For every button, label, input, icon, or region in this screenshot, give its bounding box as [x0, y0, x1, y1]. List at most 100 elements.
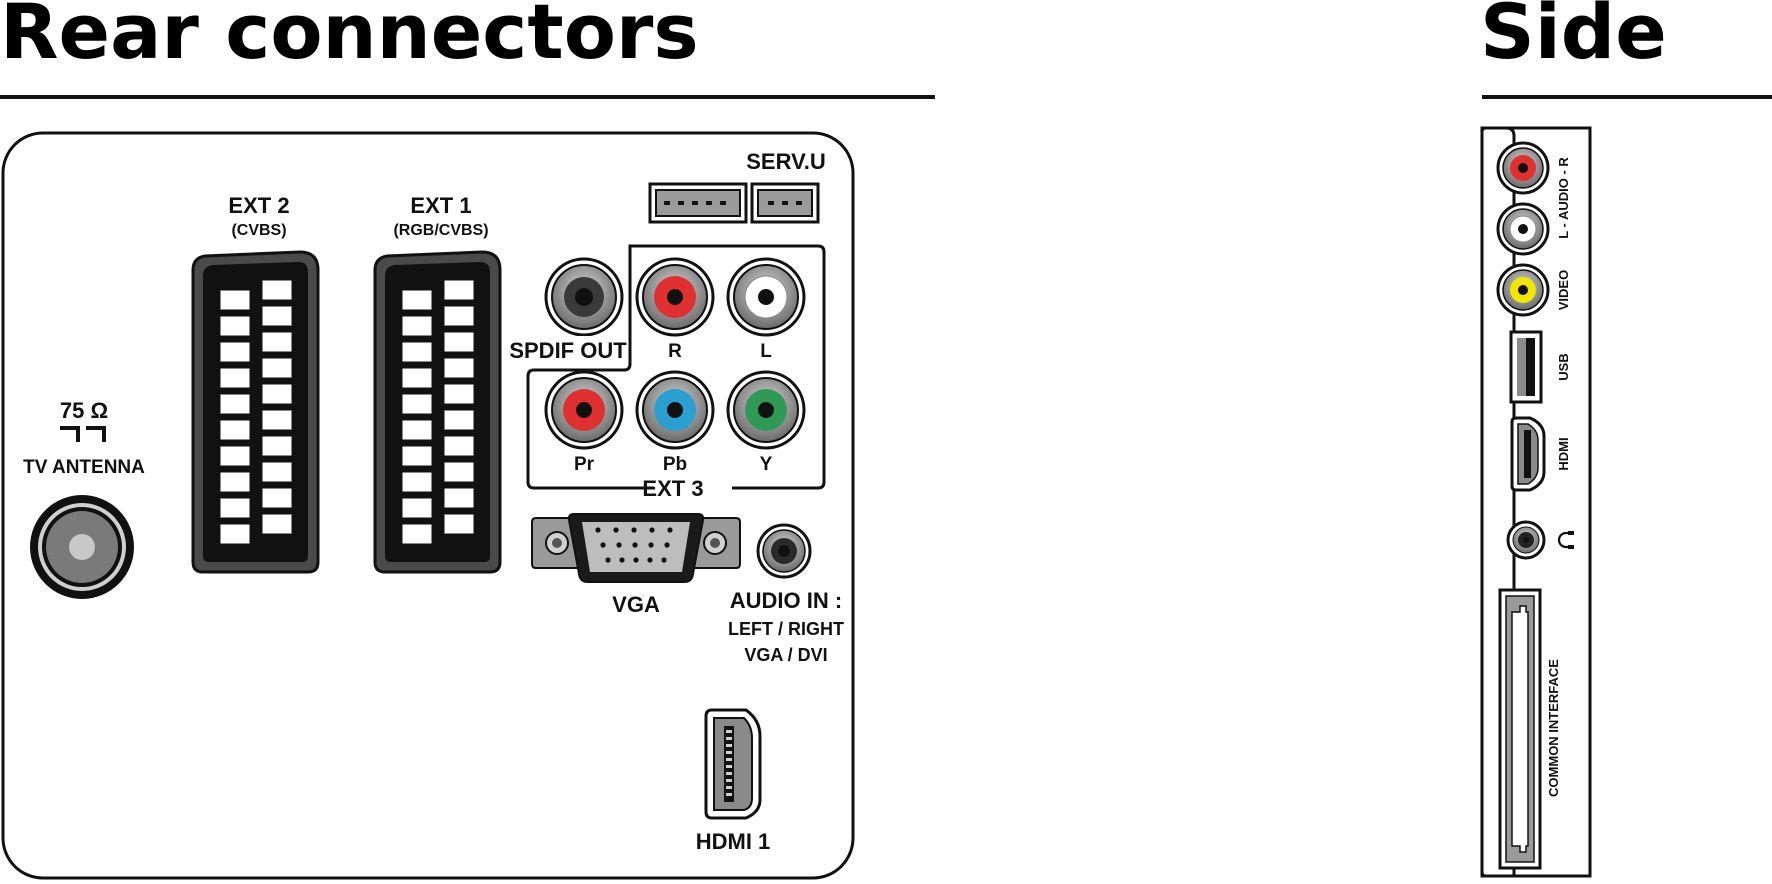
common-interface-label: COMMON INTERFACE	[1546, 659, 1561, 797]
side-hdmi-port	[1510, 416, 1546, 492]
side-heading: Side	[1480, 0, 1667, 76]
audio-in-label: AUDIO IN :	[730, 588, 842, 613]
scart-pin	[401, 419, 433, 441]
side-hdmi-label: HDMI	[1556, 437, 1571, 470]
ci-slot-icon	[1511, 605, 1529, 853]
vga-label: VGA	[612, 592, 660, 617]
scart-pin	[401, 341, 433, 363]
scart-pin	[401, 289, 433, 311]
vga-pin	[667, 527, 673, 533]
rear-connectors-heading: Rear connectors	[0, 0, 699, 76]
scart-pin	[443, 331, 475, 353]
ext1-sublabel: (RGB/CVBS)	[393, 222, 488, 239]
hdmi-pin	[726, 779, 732, 782]
serv-label: SERV.U	[746, 149, 826, 174]
scart-pin	[219, 523, 251, 545]
scart-pin	[261, 279, 293, 301]
y-label: Y	[760, 454, 773, 475]
scart-pin	[261, 357, 293, 379]
scart-pin	[261, 461, 293, 483]
vga-pin	[631, 527, 637, 533]
ext1-label: EXT 1	[410, 193, 471, 218]
side-audio-r-jack	[1496, 141, 1550, 195]
scart-pin	[261, 409, 293, 431]
audio-in-sub2: VGA / DVI	[744, 645, 827, 665]
antenna-label: TV ANTENNA	[23, 457, 145, 478]
ext1-scart-connector: EXT 1 (RGB/CVBS)	[373, 193, 502, 574]
side-audio-label: L - AUDIO - R	[1556, 157, 1571, 239]
scart-pin	[401, 367, 433, 389]
vga-pin	[649, 527, 655, 533]
vga-pin	[633, 557, 639, 563]
scart-pin	[443, 279, 475, 301]
hdmi-pin	[726, 758, 732, 761]
vga-pin	[595, 527, 601, 533]
vga-pin	[648, 542, 654, 548]
vga-pin	[600, 542, 606, 548]
ext3-group-frame	[526, 244, 826, 490]
pr-label: Pr	[574, 454, 595, 475]
spdif-out-jack: SPDIF OUT	[508, 257, 628, 364]
common-interface-slot	[1498, 588, 1542, 870]
audio-in-sub1: LEFT / RIGHT	[728, 619, 844, 639]
pb-label: Pb	[663, 454, 687, 475]
hdmi-pin	[726, 765, 732, 768]
spdif-label: SPDIF OUT	[509, 338, 627, 363]
ext3-audio-r-jack: R	[635, 257, 715, 362]
scart-pin	[401, 471, 433, 493]
scart-pin	[219, 393, 251, 415]
scart-pin	[401, 315, 433, 337]
scart-pin	[219, 341, 251, 363]
scart-pin	[219, 315, 251, 337]
ext3-label: EXT 3	[642, 476, 703, 501]
vga-connector: VGA	[531, 513, 741, 617]
side-audio-l-jack	[1496, 202, 1550, 256]
side-usb-label: USB	[1556, 353, 1571, 380]
tv-antenna-connector: 75 Ω TV ANTENNA	[23, 398, 145, 599]
side-video-label: VIDEO	[1556, 270, 1571, 310]
antenna-symbol-icon	[60, 426, 106, 442]
scart-pin	[219, 471, 251, 493]
scart-pin	[261, 487, 293, 509]
ext3-audio-l-jack: L	[726, 257, 806, 362]
hdmi1-connector: HDMI 1	[696, 708, 771, 854]
ext2-scart-connector: EXT 2 (CVBS)	[191, 193, 320, 574]
vga-pin	[632, 542, 638, 548]
antenna-ohm-label: 75 Ω	[60, 398, 108, 423]
scart-pin	[443, 461, 475, 483]
side-usb-port	[1509, 330, 1543, 404]
scart-pin	[219, 367, 251, 389]
scart-pin	[261, 305, 293, 327]
vga-pin	[664, 542, 670, 548]
scart-pin	[443, 409, 475, 431]
hdmi1-label: HDMI 1	[696, 829, 771, 854]
scart-pin	[443, 305, 475, 327]
scart-pin	[443, 487, 475, 509]
side-panel-frame	[1480, 126, 1592, 878]
vga-pin	[619, 557, 625, 563]
vga-pin	[661, 557, 667, 563]
scart-pin	[219, 445, 251, 467]
ext3-y-jack: Y	[726, 370, 806, 475]
ext3-pb-jack: Pb	[635, 370, 715, 475]
scart-pin	[443, 357, 475, 379]
vga-pin	[647, 557, 653, 563]
side-video-jack	[1496, 263, 1550, 317]
headphone-icon	[1557, 531, 1574, 549]
scart-pin	[261, 435, 293, 457]
scart-pin	[401, 523, 433, 545]
scart-pin	[261, 331, 293, 353]
ext2-label: EXT 2	[228, 193, 289, 218]
scart-pin	[261, 513, 293, 535]
ext3-pr-jack: Pr	[544, 370, 624, 475]
scart-pin	[443, 435, 475, 457]
scart-pin	[219, 419, 251, 441]
scart-pin	[219, 289, 251, 311]
scart-pin	[401, 393, 433, 415]
r-label: R	[668, 341, 682, 362]
scart-pin	[401, 497, 433, 519]
vga-pin	[605, 557, 611, 563]
hdmi-pin	[726, 744, 732, 747]
hdmi-pin	[726, 793, 732, 796]
